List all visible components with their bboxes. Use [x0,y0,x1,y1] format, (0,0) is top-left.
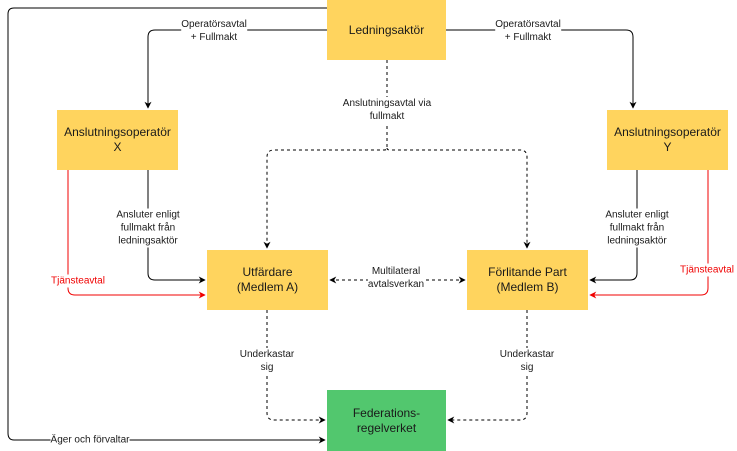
label-operator-agreement-right: Operatörsavtal + Fullmakt [495,18,561,44]
label-text: Operatörsavtal [495,19,561,30]
edge-submits-left [266,310,326,424]
edge-connection-agreement-to-utfardare [263,60,388,249]
label-multilateral: Multilateral avtalsverkan [367,265,425,291]
node-ledningsaktor[interactable]: Ledningsaktör [327,0,446,60]
edge-owns-manages [7,7,327,444]
label-text: + Fullmakt [504,32,552,43]
label-text: Underkastar [499,349,555,360]
label-text: Ansluter enligt [605,209,669,221]
label-text: ledningsaktör [118,235,178,247]
label-text: fullmakt [369,111,405,122]
label-connects-right: Ansluter enligt fullmakt från ledningsak… [605,208,669,248]
label-connects-left: Ansluter enligt fullmakt från ledningsak… [116,208,180,248]
node-operator-x[interactable]: Anslutningsoperatör X [57,110,178,170]
label-submits-left: Underkastar sig [239,348,295,374]
label-text: ledningsaktör [607,235,667,247]
label-service-agreement-left: Tjänsteavtal [51,274,105,288]
label-text: avtalsverkan [367,278,425,291]
node-federationsregelverket[interactable]: Federations- regelverket [327,390,446,451]
label-service-agreement-right: Tjänsteavtal [680,263,734,277]
label-owns-manages: Äger och förvaltar [50,433,130,447]
label-text: Operatörsavtal [181,19,247,30]
edge-connection-agreement-to-forlitande [386,147,531,249]
label-text: Multilateral [367,265,425,278]
label-operator-agreement-left: Operatörsavtal + Fullmakt [181,18,247,44]
node-operator-y-label: Anslutningsoperatör Y [614,125,721,154]
node-utfardare[interactable]: Utfärdare (Medlem A) [207,250,328,310]
edge-connects-left [147,170,206,284]
edge-service-agreement-right [589,170,709,299]
node-ledningsaktor-label: Ledningsaktör [348,22,425,37]
node-forlitande-label-1: Förlitande Part [488,265,567,279]
label-text: Anslutningsavtal via [342,98,432,109]
edge-operator-agreement-left [144,29,327,109]
edge-connects-right [589,170,638,284]
edge-submits-right [447,310,528,424]
node-forlitande-label-2: (Medlem B) [496,280,559,294]
node-federation-label-1: Federations- [352,405,421,420]
node-utfardare-label-2: (Medlem A) [236,280,299,294]
node-forlitande-part[interactable]: Förlitande Part (Medlem B) [467,250,588,310]
edge-operator-agreement-right [446,29,637,109]
node-operator-y[interactable]: Anslutningsoperatör Y [607,110,728,170]
label-submits-right: Underkastar sig [499,348,555,374]
label-text: fullmakt från [120,222,176,234]
label-text: Ansluter enligt [116,209,180,221]
label-text: sig [260,362,274,373]
node-operator-x-label-1: Anslutningsoperatör [64,125,171,139]
edge-service-agreement-left [67,170,206,299]
label-text: fullmakt från [609,222,665,234]
label-text: Underkastar [239,349,295,360]
label-connection-agreement: Anslutningsavtal via fullmakt [342,97,432,123]
node-utfardare-label-1: Utfärdare [242,265,293,279]
label-text: + Fullmakt [190,32,238,43]
node-operator-x-label-2: X [113,140,122,154]
node-federation-label-2: regelverket [356,420,417,435]
label-text: sig [520,362,534,373]
